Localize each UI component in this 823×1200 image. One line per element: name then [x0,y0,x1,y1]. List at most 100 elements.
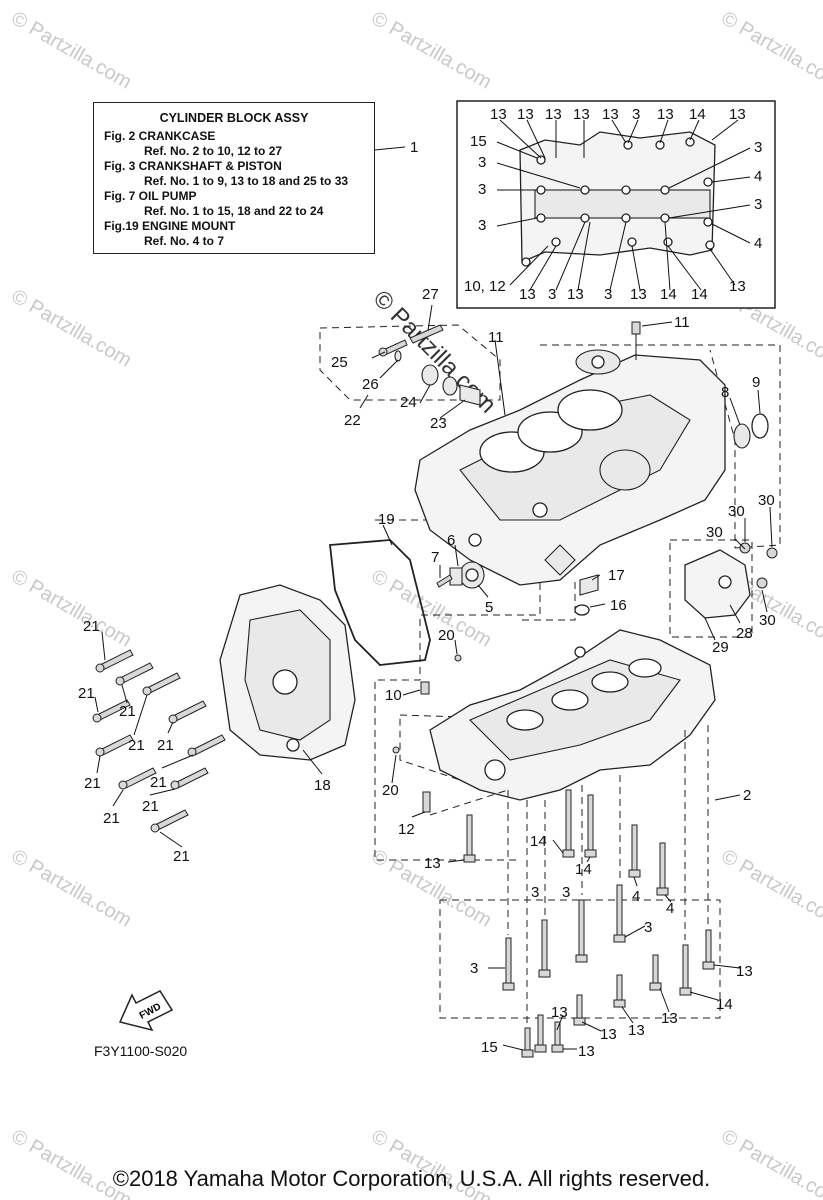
callout-1: 1 [410,139,418,156]
watermark-text: © Partzilla.com [368,7,496,93]
inset-callout-13: 13 [657,106,674,123]
reference-refs: Ref. No. 1 to 15, 18 and 22 to 24 [144,204,324,218]
inset-callout-3: 3 [754,196,762,213]
callout-6: 6 [447,532,455,549]
reference-refs: Ref. No. 2 to 10, 12 to 27 [144,144,283,158]
callout-8: 8 [721,384,729,401]
inset-leaders [496,119,751,291]
dowels-and-plugs [392,321,641,813]
callout-13: 13 [600,1026,617,1043]
reference-box: CYLINDER BLOCK ASSY Fig. 2 CRANKCASE Ref… [93,102,375,254]
callout-7: 7 [431,549,439,566]
callout-16: 16 [610,597,627,614]
inset-callout-3: 3 [478,181,486,198]
callout-13: 13 [736,963,753,980]
callout-5: 5 [485,599,493,616]
reference-fig: Fig.19 ENGINE MOUNT [104,219,236,233]
callout-20: 20 [382,782,399,799]
callout-18: 18 [314,777,331,794]
callout-21: 21 [142,798,159,815]
lower-crankcase [429,629,716,801]
callout-13: 13 [424,855,441,872]
callout-15: 15 [481,1039,498,1056]
callout-3: 3 [644,919,652,936]
callout-17: 17 [608,567,625,584]
exhaust-cover [219,584,356,761]
callout-14: 14 [575,861,592,878]
callout-21: 21 [150,774,167,791]
figure-code: F3Y1100-S020 [94,1043,188,1059]
inset-callout-13: 13 [490,106,507,123]
crankcase-bolts [463,789,715,1058]
callout-30: 30 [728,503,745,520]
leader-line [374,146,406,151]
callout-24: 24 [400,394,417,411]
inset-callout-14: 14 [689,106,706,123]
callout-26: 26 [362,376,379,393]
inset-bolt-heads [521,137,715,267]
watermark-text: © Partzilla.com [718,845,823,931]
callout-21: 21 [119,703,136,720]
copyright-notice: ©2018 Yamaha Motor Corporation, U.S.A. A… [112,1166,711,1191]
callout-12: 12 [398,821,415,838]
callout-29: 29 [712,639,729,656]
inset-callout-3: 3 [632,106,640,123]
inset-callout-13: 13 [519,286,536,303]
inset-callout-10-12: 10, 12 [464,278,506,295]
callout-3: 3 [531,884,539,901]
inset-callout-13: 13 [729,106,746,123]
watermark-text: © Partzilla.com [8,285,136,371]
callout-4: 4 [666,900,674,917]
exhaust-gasket [329,539,431,666]
inset-callout-14: 14 [660,286,677,303]
exhaust-cover-bolts [92,649,226,833]
callout-21: 21 [157,737,174,754]
callout-11: 11 [674,314,690,331]
oil-pressure-parts [378,324,481,406]
inset-callout-14: 14 [691,286,708,303]
reference-refs: Ref. No. 4 to 7 [144,234,225,248]
callout-13: 13 [551,1004,568,1021]
inset-callout-13: 13 [573,106,590,123]
fwd-arrow: FWD [118,990,174,1032]
inset-callout-3: 3 [478,217,486,234]
callout-3: 3 [562,884,570,901]
watermark-text: © Partzilla.com [8,845,136,931]
cylinder-block [414,349,726,586]
callout-13: 13 [628,1022,645,1039]
inset-callout-3: 3 [604,286,612,303]
callout-21: 21 [83,618,100,635]
inset-callout-15: 15 [470,133,487,150]
watermark-text: © Partzilla.com [8,7,136,93]
callout-14: 14 [716,996,733,1013]
inset-callout-4: 4 [754,235,762,252]
callout-30: 30 [759,612,776,629]
inset-callout-3: 3 [548,286,556,303]
callout-20: 20 [438,627,455,644]
inset-callout-4: 4 [754,168,762,185]
inset-callout-13: 13 [602,106,619,123]
callout-leaders [94,304,773,1051]
callout-21: 21 [84,775,101,792]
inset-callout-3: 3 [754,139,762,156]
watermark-text: © Partzilla.com [718,7,823,93]
callout-21: 21 [128,737,145,754]
bolt-guide-lines [429,725,709,1025]
callout-11: 11 [488,329,504,346]
bolt-tightening-inset: 13 13 13 13 13 3 13 14 13 15 3 3 3 3 4 3… [456,100,776,309]
callout-13: 13 [578,1043,595,1060]
callout-21: 21 [173,848,190,865]
reference-fig: Fig. 3 CRANKSHAFT & PISTON [104,159,282,173]
callout-3: 3 [470,960,478,977]
seals-and-rings [436,413,769,589]
callout-30: 30 [706,524,723,541]
callout-14: 14 [530,833,547,850]
water-cover [684,542,778,619]
callout-4: 4 [632,888,640,905]
callout-30: 30 [758,492,775,509]
reference-fig: Fig. 7 OIL PUMP [104,189,197,203]
inset-callout-13: 13 [729,278,746,295]
callout-21: 21 [103,810,120,827]
callout-2: 2 [743,787,751,804]
